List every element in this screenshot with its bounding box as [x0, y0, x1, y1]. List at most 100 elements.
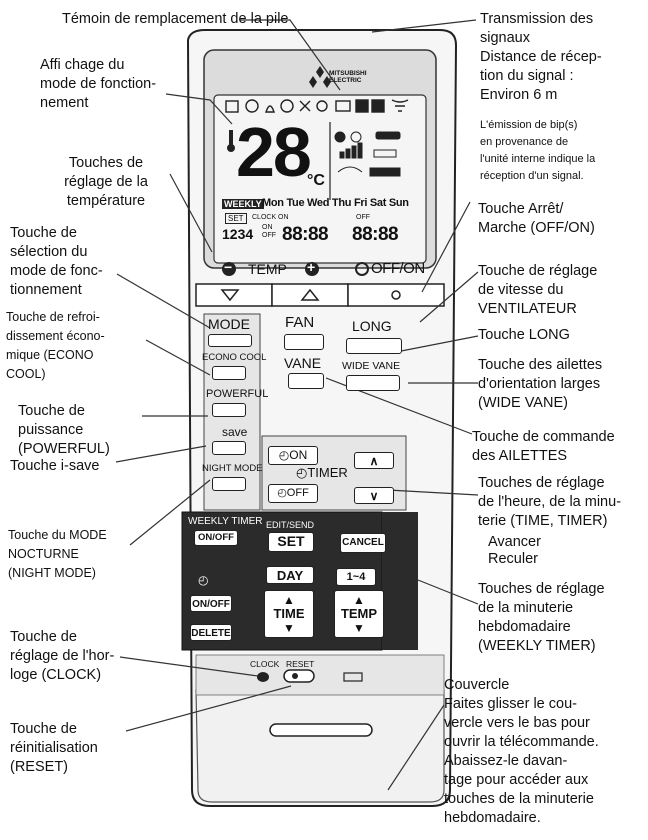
cover-line: Abaissez-le davan- — [444, 753, 568, 769]
night-mode-button[interactable] — [212, 477, 246, 491]
time-line: Touches de réglage — [478, 475, 605, 491]
cancel-button[interactable]: CANCEL — [340, 533, 386, 553]
long-label: LONG — [352, 318, 392, 334]
weekly-line: Touches de réglage — [478, 581, 605, 597]
mode-select-line: tionnement — [10, 282, 82, 298]
timer-label-text: TIMER — [307, 465, 348, 480]
brand-name: MITSUBISHI ELECTRIC — [329, 70, 367, 84]
cover-line: vercle vers le bas pour — [444, 715, 590, 731]
lcd-time1: 88:88 — [282, 224, 329, 245]
temp-keys-line: température — [66, 193, 146, 209]
timer-up-button[interactable]: ∧ — [354, 452, 394, 469]
brand-logo-icon — [309, 66, 331, 88]
range-button[interactable]: 1~4 — [336, 568, 376, 586]
powerful-button[interactable] — [212, 403, 246, 417]
mode-select-line: sélection du — [10, 244, 88, 260]
beep-line: en provenance de — [480, 136, 569, 148]
vane-label: VANE — [284, 355, 322, 371]
label-reset: Touche de réinitialisation (RESET) — [10, 720, 98, 777]
econo-line: Touche de refroi- — [6, 310, 100, 324]
wt-onoff-button[interactable]: ON/OFF — [194, 530, 238, 546]
weekly-line: de la minuterie — [478, 600, 574, 616]
beep-line: L'émission de bip(s) — [480, 119, 578, 131]
temp-minus-sign: − — [224, 259, 233, 275]
clock-line: loge (CLOCK) — [10, 667, 102, 683]
lcd-temperature: 28 — [236, 113, 312, 191]
timer-on-button[interactable]: ◴ON — [268, 446, 318, 465]
lcd-time2: 88:88 — [352, 224, 399, 245]
reset-button — [283, 669, 315, 683]
reset-line: réinitialisation — [10, 740, 98, 756]
vane-button[interactable] — [288, 373, 324, 389]
powerful-line: puissance — [18, 422, 84, 438]
transmission-line: Transmission des — [480, 11, 594, 27]
label-transmission: Transmission des signaux Distance de réc… — [480, 10, 602, 105]
mode-select-line: mode de fonc- — [10, 263, 103, 279]
cover-line: tage pour accéder aux — [444, 772, 589, 788]
fan-line: VENTILATEUR — [478, 301, 577, 317]
offon-button — [347, 283, 445, 307]
vane-line: Touche de commande — [472, 429, 615, 445]
label-cover: Couvercle Faites glisser le cou- vercle … — [444, 676, 599, 828]
day-button[interactable]: DAY — [266, 566, 314, 584]
lcd-set-badge: SET — [225, 213, 247, 224]
label-time: Touches de réglage de l'heure, de la min… — [478, 474, 621, 531]
label-fan: Touche de réglage de vitesse du VENTILAT… — [478, 262, 597, 319]
time-up-icon: ▲ — [283, 593, 295, 607]
time-button-label: TIME — [273, 606, 305, 621]
reset-line: Touche de — [10, 721, 77, 737]
beep-line: l'unité interne indique la — [480, 153, 596, 165]
mode-button[interactable] — [208, 334, 252, 347]
label-wide: Touche des ailettes d'orientation larges… — [478, 356, 602, 413]
onoff-line: Marche (OFF/ON) — [478, 220, 595, 236]
long-button[interactable] — [346, 338, 402, 354]
fan-button[interactable] — [284, 334, 324, 350]
econo-button[interactable] — [212, 366, 246, 380]
label-advance: Avancer — [488, 534, 541, 550]
reset-line: (RESET) — [10, 759, 68, 775]
temp-up-button — [271, 283, 349, 307]
cover-line: ouvrir la télécommande. — [444, 734, 599, 750]
edit-send-label: EDIT/SEND — [266, 520, 315, 530]
power-icon — [355, 262, 369, 276]
clock-line: Touche de — [10, 629, 77, 645]
time-down-icon: ▼ — [283, 621, 295, 635]
delete-button[interactable]: DELETE — [190, 624, 232, 641]
night-label: NIGHT MODE — [202, 463, 263, 474]
isave-button[interactable] — [212, 441, 246, 455]
transmission-line: Distance de récep- — [480, 49, 602, 65]
cover-line: Faites glisser le cou- — [444, 696, 577, 712]
weekly-line: (WEEKLY TIMER) — [478, 638, 596, 654]
wt-onoff2-button[interactable]: ON/OFF — [190, 595, 232, 612]
clock-icon: ◴ — [278, 448, 290, 462]
label-display-mode: Affi chage du mode de fonction- nement — [40, 56, 156, 113]
label-onoff: Touche Arrêt/ Marche (OFF/ON) — [478, 200, 595, 238]
cover-panel — [195, 679, 445, 803]
night-line: NOCTURNE — [8, 547, 79, 561]
label-clock: Touche de réglage de l'hor- loge (CLOCK) — [10, 628, 114, 685]
label-night: Touche du MODE NOCTURNE (NIGHT MODE) — [8, 526, 107, 583]
lcd-days: Mon Tue Wed Thu Fri Sat Sun — [262, 197, 409, 209]
timer-off-button[interactable]: ◴OFF — [268, 484, 318, 503]
label-beep: L'émission de bip(s) en provenance de l'… — [480, 117, 595, 185]
timer-clock-icon: ◴ — [296, 465, 308, 480]
lcd-screen — [213, 94, 427, 264]
econo-line: COOL) — [6, 367, 46, 381]
thermometer-icon — [229, 130, 233, 146]
powerful-label: POWERFUL — [206, 388, 269, 400]
time-button[interactable]: ▲TIME▼ — [264, 590, 314, 638]
cover-line: Couvercle — [444, 677, 510, 693]
lcd-off-small: OFF — [356, 214, 370, 221]
temp-weekly-button[interactable]: ▲TEMP▼ — [334, 590, 384, 638]
timer-down-button[interactable]: ∨ — [354, 487, 394, 504]
set-button[interactable]: SET — [268, 532, 314, 552]
econo-label: ECONO COOL — [202, 352, 267, 363]
label-long: Touche LONG — [478, 327, 570, 343]
fan-line: Touche de réglage — [478, 263, 598, 279]
lcd-fan-icons — [334, 131, 401, 177]
temp-minus-icon — [222, 262, 236, 276]
label-temp-keys: Touches de réglage de la température — [36, 154, 176, 211]
wide-line: (WIDE VANE) — [478, 395, 568, 411]
clock-line: réglage de l'hor- — [10, 648, 115, 664]
wide-vane-button[interactable] — [346, 375, 400, 391]
